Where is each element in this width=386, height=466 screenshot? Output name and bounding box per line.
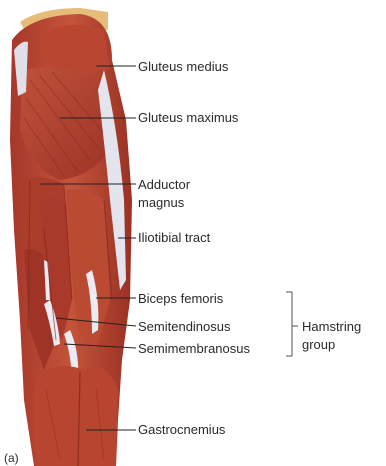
panel-letter: (a) [4,450,19,466]
label-adductor-line2: magnus [138,195,184,211]
label-adductor-line1: Adductor [138,177,190,193]
label-iliotibial-tract: Iliotibial tract [138,230,210,246]
label-hamstring-group-line1: Hamstring [302,319,361,335]
label-gluteus-medius: Gluteus medius [138,59,228,75]
label-gluteus-maximus: Gluteus maximus [138,110,238,126]
label-semitendinosus: Semitendinosus [138,319,231,335]
hamstring-group-bracket [286,292,298,356]
label-biceps-femoris: Biceps femoris [138,291,223,307]
label-hamstring-group-line2: group [302,337,335,353]
label-gastrocnemius: Gastrocnemius [138,422,225,438]
label-semimembranosus: Semimembranosus [138,341,250,357]
gastrocnemius-muscle [33,366,118,466]
